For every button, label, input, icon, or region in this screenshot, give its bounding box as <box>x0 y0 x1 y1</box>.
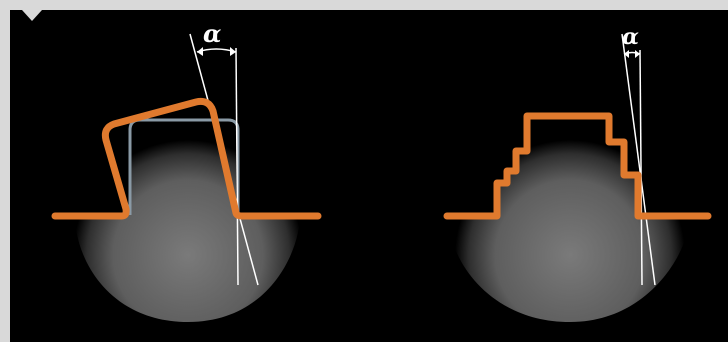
right-vertical-guide-line <box>639 49 643 286</box>
right-angle-arrow-right <box>635 50 640 58</box>
left-reference-outline <box>128 118 240 215</box>
left-angle-arrow-right <box>230 47 236 56</box>
right-angle-arrow-left <box>624 50 629 58</box>
left-tilted-profile <box>51 97 322 220</box>
right-stepped-profile <box>443 112 712 220</box>
left-angle-arrow-left <box>197 47 203 56</box>
right-body-shape <box>448 115 690 322</box>
right-angle-label: α <box>622 24 639 50</box>
corner-notch <box>22 10 42 21</box>
right-diagram: α <box>443 24 712 322</box>
left-diagram: α <box>51 19 322 322</box>
left-angle-label: α <box>203 19 221 48</box>
left-vertical-guide-line <box>235 47 239 286</box>
right-draft-guide-line <box>621 33 656 286</box>
